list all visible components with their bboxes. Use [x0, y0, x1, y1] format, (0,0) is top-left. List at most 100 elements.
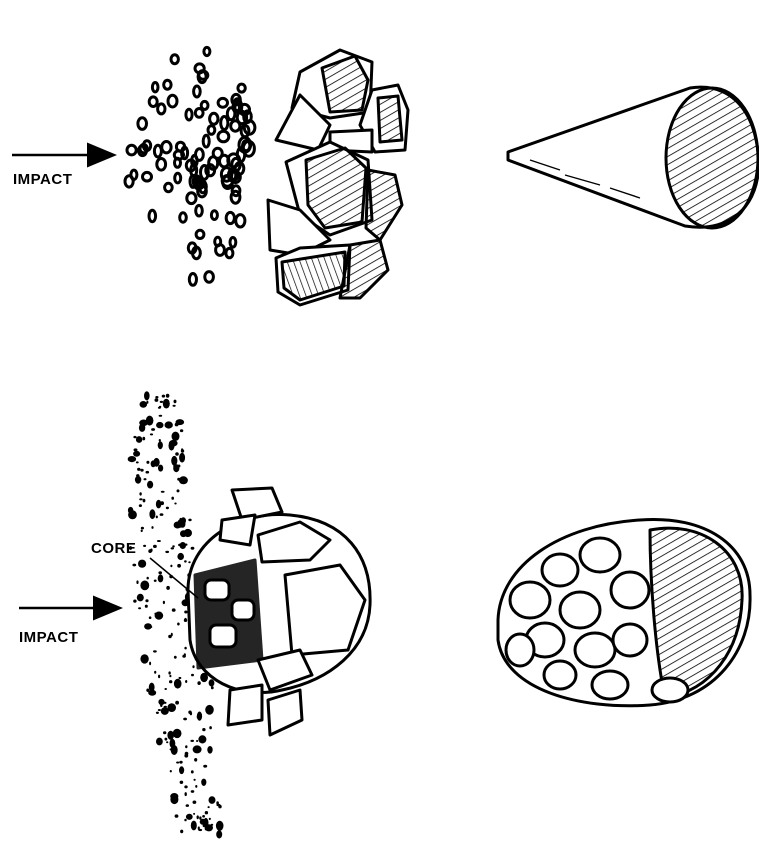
- dust-particle: [144, 391, 150, 400]
- dust-particle: [134, 448, 138, 451]
- dust-particle: [191, 790, 195, 793]
- fragment: [208, 126, 215, 135]
- dust-particle: [156, 738, 163, 746]
- fragment: [157, 159, 166, 171]
- dust-particle: [170, 739, 176, 748]
- dust-particle: [149, 616, 152, 619]
- dust-particle: [185, 792, 187, 796]
- dust-particle: [154, 613, 157, 615]
- core-mass: [188, 488, 370, 735]
- dust-particle: [170, 770, 172, 772]
- dust-particle: [168, 635, 172, 638]
- dust-particle: [146, 461, 149, 464]
- dust-particle: [177, 564, 181, 568]
- fragment: [174, 151, 183, 159]
- fragment: [149, 210, 156, 221]
- dust-particle: [184, 785, 187, 788]
- dust-particle: [175, 452, 179, 456]
- fragment: [189, 274, 196, 286]
- fragment: [138, 118, 147, 130]
- dust-particle: [155, 396, 158, 398]
- dust-particle: [200, 819, 207, 825]
- fragment: [221, 117, 228, 130]
- dust-particle: [149, 662, 151, 666]
- dust-particle: [165, 738, 168, 741]
- dust-particle: [211, 686, 214, 689]
- dust-particle: [201, 779, 206, 786]
- dust-particle: [180, 530, 187, 537]
- fragment: [175, 173, 181, 183]
- dust-particle: [137, 468, 140, 471]
- dust-particle: [129, 546, 132, 550]
- dust-particle: [147, 577, 149, 580]
- dust-particle: [173, 405, 176, 407]
- dust-particle: [172, 608, 176, 611]
- fragment: [158, 104, 165, 114]
- dust-particle: [158, 709, 161, 711]
- dust-particle: [141, 562, 143, 564]
- dust-particle: [136, 461, 139, 463]
- dust-particle: [151, 428, 155, 431]
- fragment: [220, 155, 229, 167]
- dust-particle: [216, 830, 222, 838]
- dust-particle: [163, 731, 166, 734]
- dust-particle: [158, 574, 164, 582]
- dust-particle: [179, 453, 185, 463]
- fragment: [127, 145, 136, 155]
- dust-particle: [159, 406, 161, 408]
- dust-particle: [161, 707, 169, 715]
- dust-particle: [154, 671, 156, 674]
- dust-particle: [193, 801, 197, 804]
- dust-particle: [175, 701, 179, 705]
- dust-particle: [195, 785, 197, 788]
- cone-fragment: [508, 87, 758, 228]
- fragment: [171, 55, 178, 64]
- dust-particle: [158, 465, 163, 472]
- dust-particle: [193, 745, 202, 753]
- fragment: [226, 248, 233, 257]
- dust-particle: [172, 545, 175, 547]
- dust-particle: [149, 509, 155, 519]
- dust-particle: [148, 690, 156, 696]
- fragment: [218, 98, 227, 107]
- dust-particle: [141, 530, 143, 533]
- dust-particle: [182, 521, 185, 524]
- dust-particle: [133, 600, 136, 603]
- dust-particle: [191, 674, 194, 677]
- dust-particle: [173, 729, 182, 738]
- fragment: [230, 238, 236, 248]
- dust-particle: [174, 522, 182, 529]
- dust-particle: [180, 429, 183, 432]
- dust-particle: [202, 728, 205, 731]
- dust-particle: [128, 456, 136, 462]
- dust-particle: [146, 401, 148, 404]
- dust-particle: [177, 489, 180, 492]
- fragment: [143, 172, 152, 181]
- dust-particle: [160, 401, 163, 403]
- dust-particle: [128, 507, 133, 514]
- dust-particle: [194, 779, 196, 781]
- dust-particle: [143, 545, 146, 547]
- dust-particle: [155, 398, 159, 402]
- fragment: [164, 80, 171, 89]
- dust-particle: [145, 599, 148, 602]
- dust-particle: [150, 549, 152, 552]
- large-rock-cluster-top: [268, 50, 408, 305]
- fragment: [149, 97, 157, 107]
- dust-particle: [186, 814, 193, 820]
- dust-particle: [158, 675, 160, 679]
- dust-particle: [150, 626, 153, 628]
- dust-particle: [156, 516, 158, 519]
- dust-particle: [188, 561, 190, 563]
- small-fragment-spray: [125, 47, 255, 285]
- dust-particle: [188, 519, 191, 522]
- dust-particle: [169, 441, 175, 451]
- fragment: [203, 135, 209, 147]
- dust-particle: [216, 821, 224, 831]
- dust-particle: [139, 492, 141, 495]
- dust-particle: [170, 565, 172, 568]
- dust-particle: [173, 465, 176, 468]
- fragment: [210, 113, 218, 124]
- dust-particle: [202, 738, 205, 740]
